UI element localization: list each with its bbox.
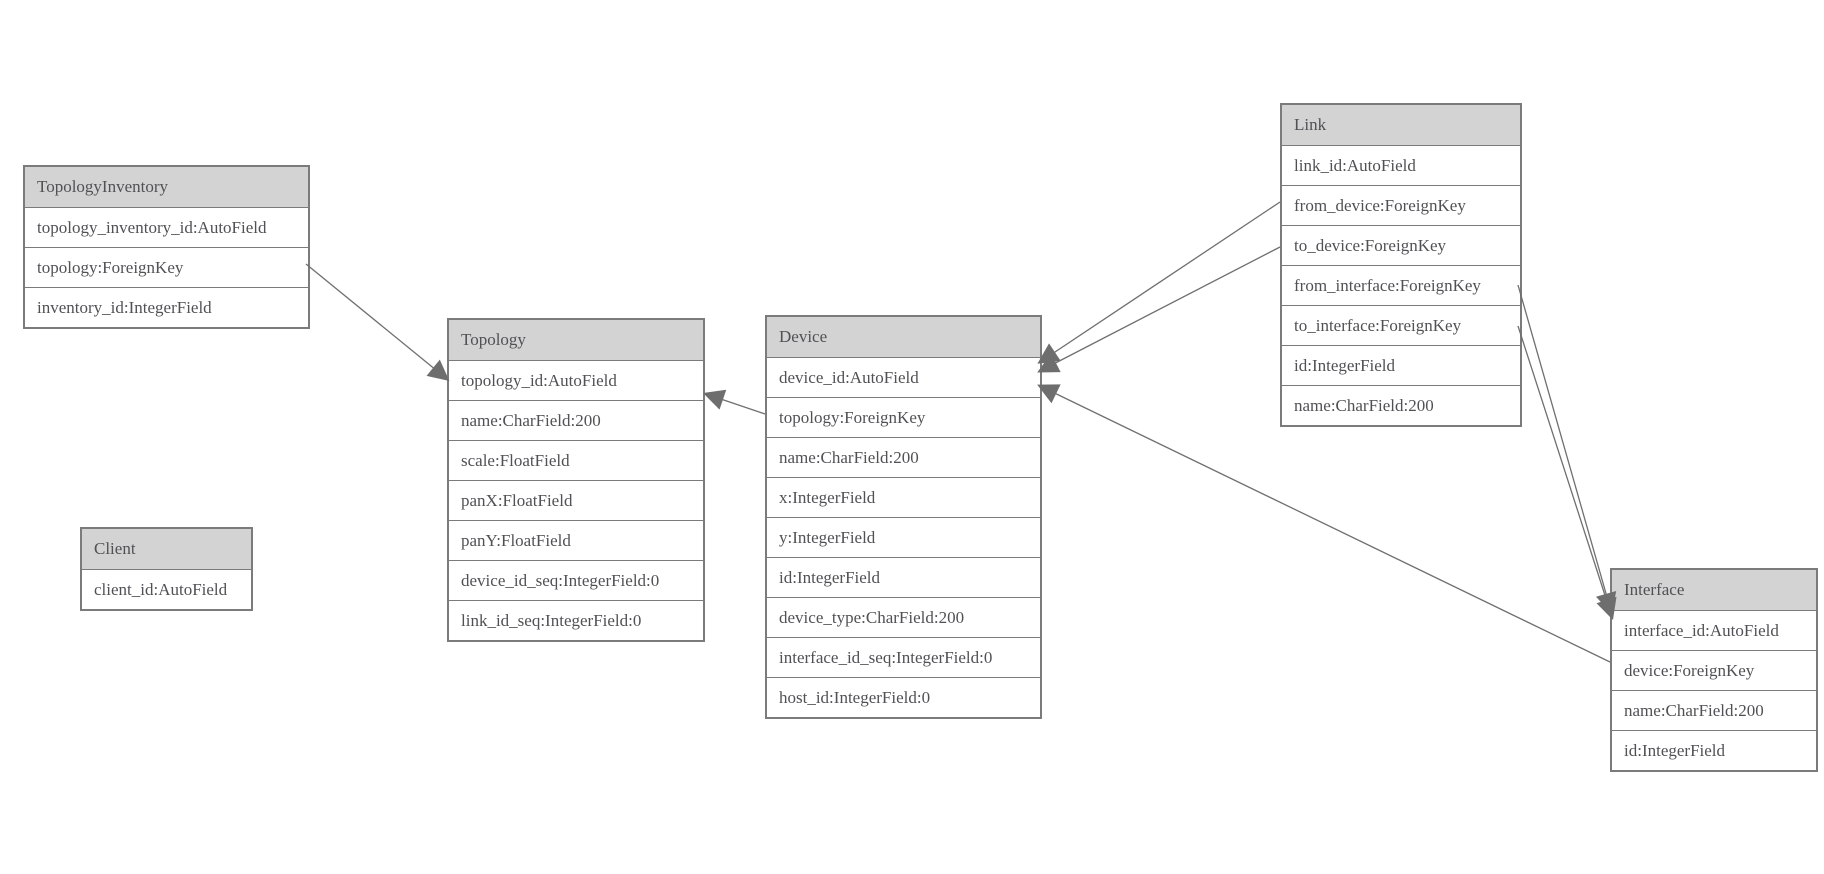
entity-field-row: interface_id:AutoField <box>1612 610 1816 650</box>
entity-field-row: panY:FloatField <box>449 520 703 560</box>
entity-field-row: topology_id:AutoField <box>449 360 703 400</box>
entity-field-row: to_device:ForeignKey <box>1282 225 1520 265</box>
entity-title: Link <box>1282 105 1520 145</box>
relationship-line <box>1037 201 1281 364</box>
relationship-line <box>703 389 766 415</box>
entity-field-row: id:IntegerField <box>1612 730 1816 770</box>
entity-field-row: panX:FloatField <box>449 480 703 520</box>
entity-field-row: name:CharField:200 <box>449 400 703 440</box>
entity-field-row: name:CharField:200 <box>1282 385 1520 425</box>
entity-field-row: name:CharField:200 <box>1612 690 1816 730</box>
entity-field-row: host_id:IntegerField:0 <box>767 677 1040 717</box>
relationship-line <box>1037 246 1281 373</box>
relationship-line <box>1517 325 1617 620</box>
entity-field-row: topology:ForeignKey <box>25 247 308 287</box>
entity-field-row: inventory_id:IntegerField <box>25 287 308 327</box>
entity-field-row: scale:FloatField <box>449 440 703 480</box>
entity-title: Client <box>82 529 251 569</box>
entity-field-row: device:ForeignKey <box>1612 650 1816 690</box>
entity-field-row: interface_id_seq:IntegerField:0 <box>767 637 1040 677</box>
entity-title: Topology <box>449 320 703 360</box>
entity-field-row: client_id:AutoField <box>82 569 251 609</box>
entity-field-row: id:IntegerField <box>767 557 1040 597</box>
entity-field-row: id:IntegerField <box>1282 345 1520 385</box>
entity-field-row: from_device:ForeignKey <box>1282 185 1520 225</box>
relationship-line <box>305 263 450 381</box>
entity-field-row: x:IntegerField <box>767 477 1040 517</box>
relationship-line <box>1037 384 1611 663</box>
entity-field-row: device_id_seq:IntegerField:0 <box>449 560 703 600</box>
entity-title: Device <box>767 317 1040 357</box>
entity-title: Interface <box>1612 570 1816 610</box>
entity-field-row: device_id:AutoField <box>767 357 1040 397</box>
entity-field-row: device_type:CharField:200 <box>767 597 1040 637</box>
entity-field-row: link_id_seq:IntegerField:0 <box>449 600 703 640</box>
entity-field-row: from_interface:ForeignKey <box>1282 265 1520 305</box>
entity-field-row: topology:ForeignKey <box>767 397 1040 437</box>
entity-title: TopologyInventory <box>25 167 308 207</box>
entity-field-row: to_interface:ForeignKey <box>1282 305 1520 345</box>
entity-field-row: name:CharField:200 <box>767 437 1040 477</box>
entity-field-row: y:IntegerField <box>767 517 1040 557</box>
entity-field-row: link_id:AutoField <box>1282 145 1520 185</box>
relationship-line <box>1517 284 1617 615</box>
entity-field-row: topology_inventory_id:AutoField <box>25 207 308 247</box>
